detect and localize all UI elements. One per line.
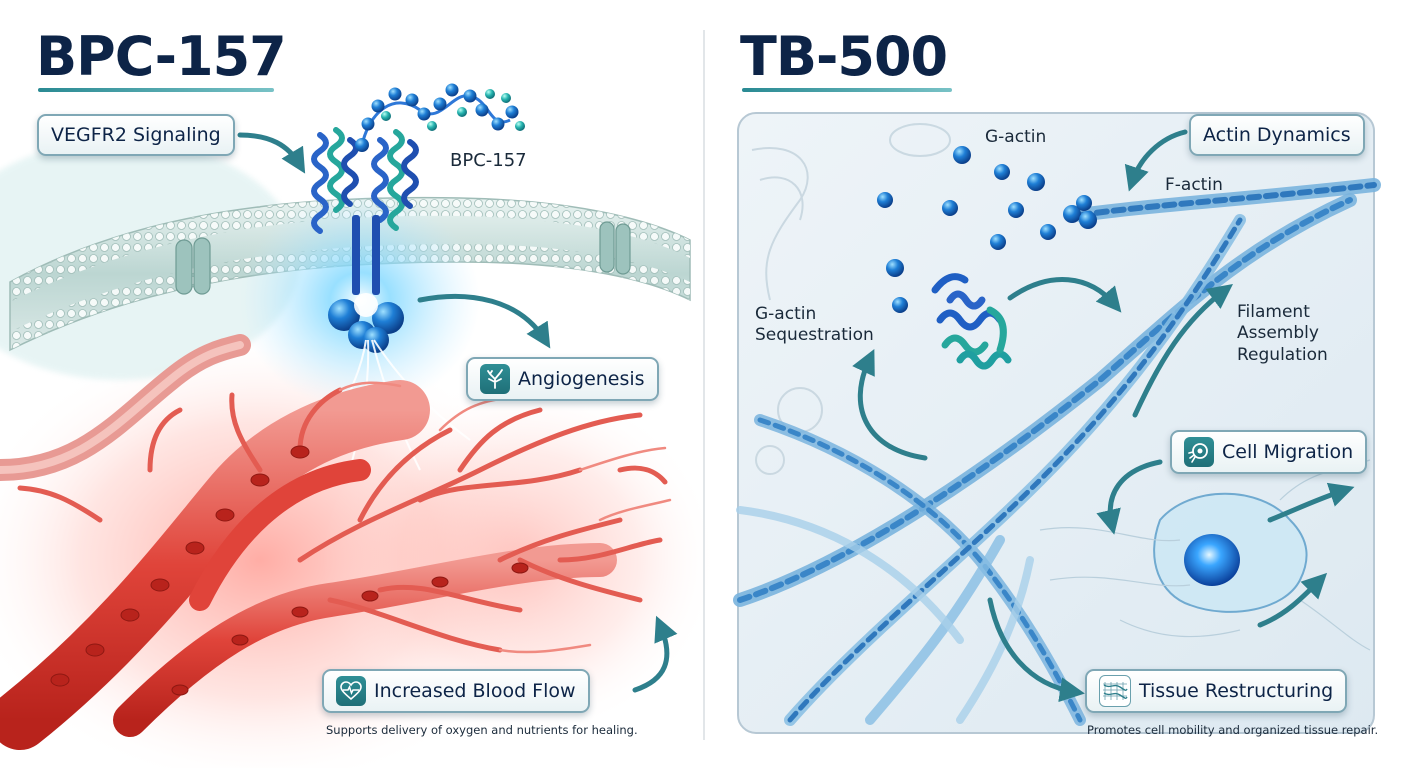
tissue-restructuring-label: Tissue Restructuring	[1085, 669, 1348, 713]
cell-migration-label: Cell Migration	[1170, 430, 1368, 474]
left-footnote: Supports delivery of oxygen and nutrient…	[326, 723, 638, 737]
increased-blood-flow-label: Increased Blood Flow	[322, 669, 590, 713]
bpc157-peptide-chain	[355, 83, 525, 152]
f-actin-filaments	[733, 178, 1381, 726]
tree-branch-icon	[480, 364, 510, 394]
left-title: BPC-157	[36, 25, 287, 88]
g-actin-sequestration-label: G-actin Sequestration	[755, 304, 874, 346]
cell-migration-icon	[1184, 437, 1214, 467]
angiogenesis-label: Angiogenesis	[466, 357, 659, 401]
blood-vessels	[0, 334, 672, 750]
actin-dynamics-text: Actin Dynamics	[1203, 124, 1351, 146]
migrating-cell	[1039, 459, 1371, 651]
left-panel-art	[0, 83, 720, 768]
tissue-restructuring-text: Tissue Restructuring	[1139, 680, 1334, 702]
right-title-underline	[742, 88, 952, 92]
vegfr2-signaling-label: VEGFR2 Signaling	[37, 114, 235, 156]
thymosin-protein-complex	[931, 273, 1012, 370]
right-curved-arrows	[852, 129, 1355, 703]
g-actin-label: G-actin	[985, 127, 1047, 147]
left-curved-arrows	[237, 132, 678, 693]
heart-pulse-icon	[336, 676, 366, 706]
f-actin-label: F-actin	[1165, 175, 1223, 195]
tissue-mesh-icon	[1099, 675, 1131, 707]
right-title: TB-500	[740, 25, 948, 88]
increased-blood-flow-text: Increased Blood Flow	[374, 680, 576, 702]
filament-assembly-regulation-label: Filament Assembly Regulation	[1237, 302, 1328, 365]
actin-dynamics-label: Actin Dynamics	[1189, 114, 1365, 156]
g-actin-monomers	[877, 146, 1097, 313]
left-title-underline	[38, 88, 274, 92]
cell-migration-text: Cell Migration	[1222, 441, 1354, 463]
bpc157-peptide-label: BPC-157	[450, 150, 527, 171]
vegfr2-signaling-text: VEGFR2 Signaling	[51, 124, 221, 146]
right-panel-art	[733, 112, 1381, 734]
vegfr2-receptor	[240, 127, 480, 471]
right-footnote: Promotes cell mobility and organized tis…	[1087, 723, 1379, 737]
angiogenesis-text: Angiogenesis	[518, 368, 645, 390]
